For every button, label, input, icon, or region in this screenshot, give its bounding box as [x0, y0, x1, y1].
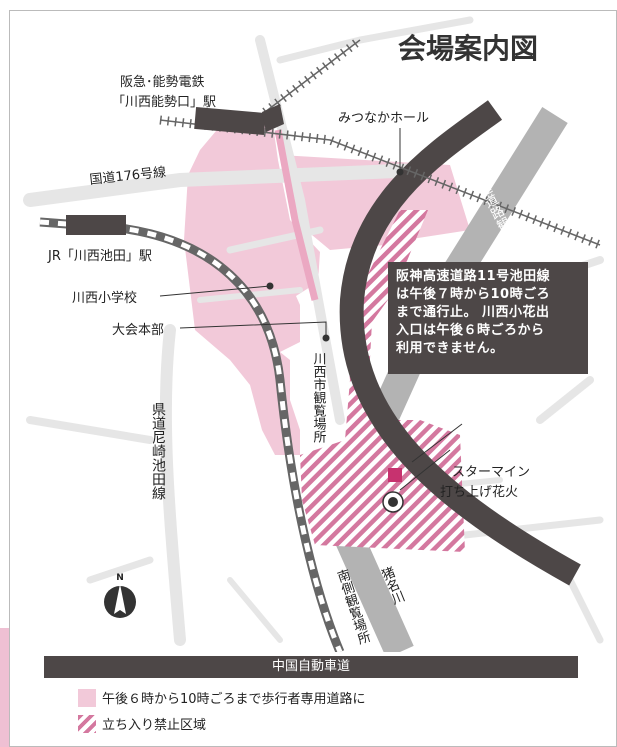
hankyu-label-1: 阪急･能勢電鉄	[120, 75, 205, 90]
pedestrian-zone	[184, 112, 320, 455]
legend-pedestrian: 午後６時から10時ごろまで歩行者専用道路に	[78, 688, 366, 707]
legend-pink-swatch	[78, 688, 96, 707]
hq-dot	[322, 334, 330, 342]
restricted-zone-north	[300, 455, 342, 545]
fireworks-label: 打ち上げ花火	[440, 484, 518, 500]
starmine-label: スターマイン	[452, 465, 530, 480]
compass-icon: N	[104, 573, 136, 618]
mitsunaka-hall-label: みつなかホール	[338, 111, 429, 126]
jr-station-label: JR「川西池田」駅	[47, 249, 152, 264]
starmine-marker-icon	[388, 468, 402, 482]
fireworks-marker-icon	[382, 491, 404, 513]
prefectural-road-label: 県道尼崎池田線	[150, 402, 166, 500]
chugoku-expressway-bar: 中国自動車道	[44, 656, 578, 678]
map-title: 会場案内図	[398, 32, 538, 65]
jr-line	[39, 219, 343, 652]
jr-station	[66, 215, 126, 235]
headquarters-label: 大会本部	[112, 323, 164, 338]
hankyu-station	[194, 106, 266, 136]
school-dot	[266, 282, 274, 290]
hall-dot	[396, 168, 404, 176]
legend-hatch-swatch	[78, 714, 96, 733]
nose-railway	[264, 39, 361, 113]
kawanishi-viewing-label: 川西市観覧場所	[311, 352, 327, 443]
pink-road	[274, 129, 319, 301]
hankyu-label-2: 「川西能勢口」駅	[112, 95, 216, 110]
map-frame	[9, 10, 617, 747]
legend-pedestrian-text: 午後６時から10時ごろまで歩行者専用道路に	[102, 692, 366, 707]
hankyu-station-cap	[262, 104, 284, 132]
north-label: N	[116, 573, 124, 583]
edge-strip	[0, 628, 9, 747]
school-label: 川西小学校	[72, 290, 137, 306]
legend-restricted: 立ち入り禁止区域	[78, 714, 206, 733]
closure-callout: 阪神高速道路11号池田線 は午後７時から10時ごろ まで通行止。 川西小花出 入…	[388, 262, 588, 374]
hanshin-expressway	[339, 100, 581, 586]
legend-restricted-text: 立ち入り禁止区域	[102, 718, 207, 733]
leader-lines	[159, 128, 463, 491]
